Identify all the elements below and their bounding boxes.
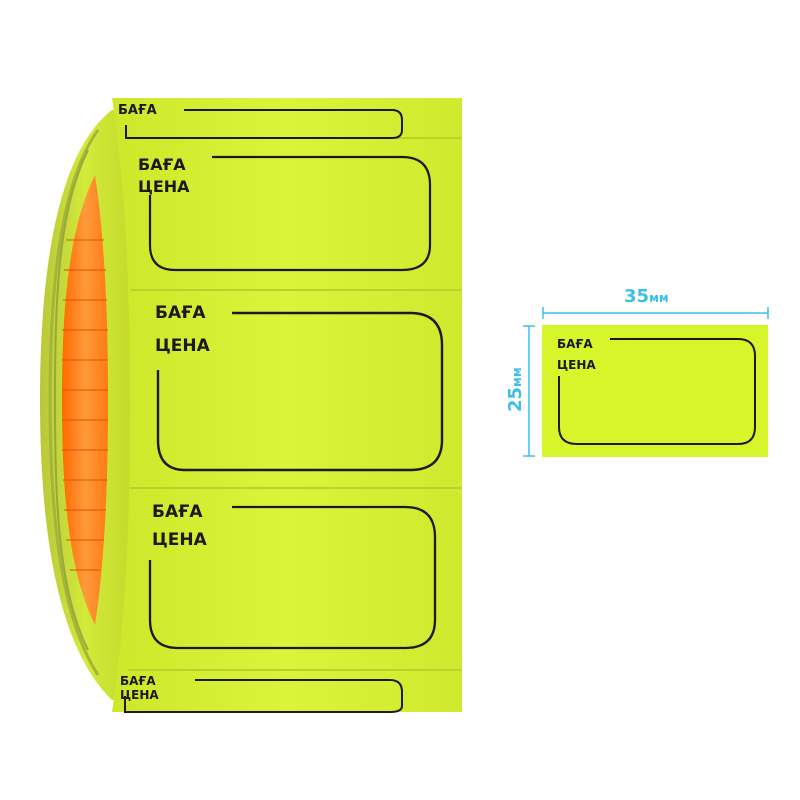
width-unit: мм bbox=[649, 291, 669, 305]
height-number: 25 bbox=[505, 387, 526, 412]
roll-label: БАҒА ЦЕНА bbox=[138, 155, 432, 272]
roll-label-4-text-2: ЦЕНА bbox=[152, 530, 208, 550]
roll-label: БАҒА ЦЕНА bbox=[155, 303, 444, 472]
sample-label-text-1: БАҒА bbox=[557, 337, 593, 351]
roll-label-4-text-1: БАҒА bbox=[152, 502, 203, 522]
roll-label-3-text-2: ЦЕНА bbox=[155, 336, 211, 356]
sample-label-background bbox=[542, 325, 768, 457]
height-unit: мм bbox=[510, 367, 524, 387]
roll-label-3-text-1: БАҒА bbox=[155, 303, 206, 323]
roll-face bbox=[112, 98, 462, 712]
roll-label-2-text-1: БАҒА bbox=[138, 155, 186, 174]
sample-label-text-2: ЦЕНА bbox=[557, 358, 596, 372]
roll-label-top: БАҒА bbox=[118, 103, 403, 139]
height-dimension: 25мм bbox=[505, 325, 535, 457]
roll-side bbox=[40, 110, 130, 700]
roll-label-bottom-text-1: БАҒА bbox=[120, 674, 156, 688]
sample-label: БАҒА ЦЕНА bbox=[542, 325, 768, 457]
width-dimension-label: 35мм bbox=[624, 286, 669, 307]
roll-label-bottom-text-2: ЦЕНА bbox=[120, 688, 159, 702]
width-dimension: 35мм bbox=[542, 286, 769, 319]
width-number: 35 bbox=[624, 286, 649, 307]
roll-label-bottom: БАҒА ЦЕНА bbox=[120, 674, 403, 713]
roll-label: БАҒА ЦЕНА bbox=[148, 502, 437, 650]
height-dimension-label: 25мм bbox=[505, 367, 526, 412]
roll-label-top-text-1: БАҒА bbox=[118, 103, 157, 118]
roll-label-2-text-2: ЦЕНА bbox=[138, 177, 190, 196]
roll-core bbox=[62, 175, 108, 625]
